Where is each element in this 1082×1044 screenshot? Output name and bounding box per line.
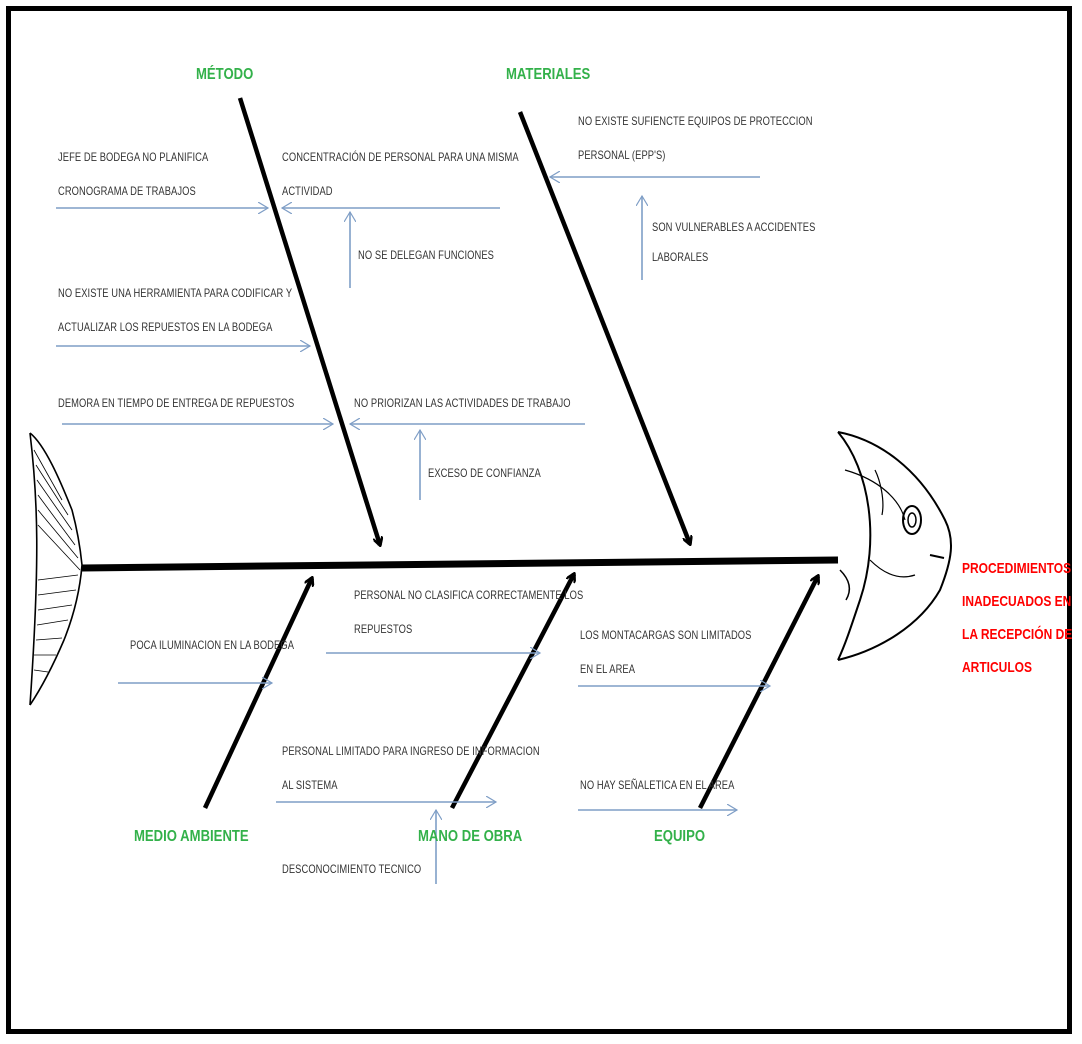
bone-materiales [517, 111, 690, 544]
category-metodo: MÉTODO [196, 66, 254, 83]
cause-equipo-c2: NO HAY SEÑALETICA EN EL AREA [580, 778, 735, 792]
cause-mano-de-obra-c2-line2: AL SISTEMA [282, 778, 338, 792]
cause-mano-de-obra-c3: DESCONOCIMIENTO TECNICO [282, 862, 422, 876]
cause-metodo-c6: NO PRIORIZAN LAS ACTIVIDADES DE TRABAJO [354, 396, 571, 410]
cause-mano-de-obra-c1-line1: PERSONAL NO CLASIFICA CORRECTAMENTE LOS [354, 588, 584, 602]
cause-mano-de-obra-c1-line2: REPUESTOS [354, 622, 413, 636]
fish-spine [81, 556, 839, 572]
bone-metodo [237, 97, 380, 545]
cause-metodo-c4-line1: NO EXISTE UNA HERRAMIENTA PARA CODIFICAR… [58, 286, 293, 300]
category-equipo: EQUIPO [654, 828, 706, 845]
fish-tail [29, 432, 83, 706]
diagram-frame [6, 6, 1072, 1034]
cause-metodo-c4-line2: ACTUALIZAR LOS REPUESTOS EN LA BODEGA [58, 320, 273, 334]
cause-metodo-c1-line1: JEFE DE BODEGA NO PLANIFICA [58, 150, 209, 164]
cause-metodo-c2-line1: CONCENTRACIÓN DE PERSONAL PARA UNA MISMA [282, 150, 519, 164]
cause-equipo-c1-line1: LOS MONTACARGAS SON LIMITADOS [580, 628, 752, 642]
effect-line: LA RECEPCIÓN DE [962, 626, 1073, 643]
effect-line: PROCEDIMIENTOS [962, 560, 1072, 577]
effect-line: INADECUADOS EN [962, 593, 1072, 610]
cause-materiales-c1-line2: PERSONAL (EPP'S) [578, 148, 666, 162]
cause-metodo-c7: EXCESO DE CONFIANZA [428, 466, 541, 480]
category-materiales: MATERIALES [506, 66, 591, 83]
cause-equipo-c1-line2: EN EL AREA [580, 662, 636, 676]
bone-mano-de-obra [450, 574, 576, 810]
cause-medio-ambiente-c1: POCA ILUMINACION EN LA BODEGA [130, 638, 295, 652]
cause-metodo-c1-line2: CRONOGRAMA DE TRABAJOS [58, 184, 196, 198]
category-mano-de-obra: MANO DE OBRA [418, 828, 523, 845]
cause-mano-de-obra-c2-line1: PERSONAL LIMITADO PARA INGRESO DE INFORM… [282, 744, 540, 758]
category-medio-ambiente: MEDIO AMBIENTE [134, 828, 249, 845]
cause-metodo-c5: DEMORA EN TIEMPO DE ENTREGA DE REPUESTOS [58, 396, 295, 410]
cause-metodo-c2-line2: ACTIVIDAD [282, 184, 333, 198]
bone-equipo [697, 576, 818, 810]
cause-materiales-c2-line2: LABORALES [652, 250, 709, 264]
cause-metodo-c3: NO SE DELEGAN FUNCIONES [358, 248, 494, 262]
effect-line: ARTICULOS [962, 659, 1032, 676]
cause-materiales-c2-line1: SON VULNERABLES A ACCIDENTES [652, 220, 816, 234]
cause-materiales-c1-line1: NO EXISTE SUFIENCTE EQUIPOS DE PROTECCIO… [578, 114, 813, 128]
bone-medio-ambiente [202, 578, 312, 809]
fish-head [837, 431, 952, 661]
